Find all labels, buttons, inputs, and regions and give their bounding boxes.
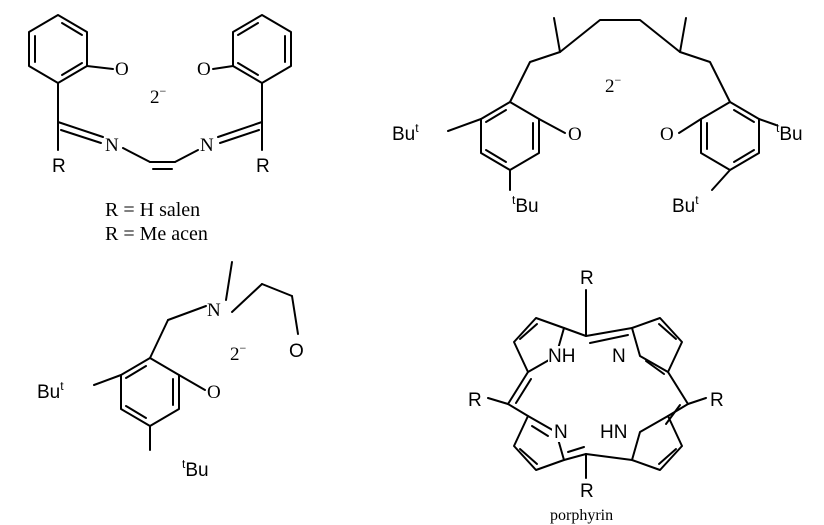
porphyrin-r-right: R — [710, 390, 724, 411]
aminophenolate-ch2-o — [291, 295, 299, 335]
salen-left-cn-double-2 — [60, 129, 102, 144]
salen-o-right: O — [197, 59, 211, 80]
salen-charge: 2− — [150, 84, 167, 108]
porphyrin-bridge-left — [507, 371, 529, 417]
porphyrin-structure: NH N N HN R R R R porphyrin — [468, 268, 724, 524]
salen-right-cn-double — [217, 121, 263, 138]
aminophenolate-ring-ch2-bond — [149, 319, 169, 359]
aminophenolate-n-ch2 — [231, 283, 263, 313]
porphyrin-meso-right-bond — [687, 397, 707, 405]
bisphenolate-left-but-bond — [447, 118, 482, 132]
bisphenolate-but-bottom-left: tBu — [512, 193, 539, 217]
aminophenolate-co-bond — [178, 374, 206, 391]
porphyrin-pyrrole-top-right — [631, 317, 683, 375]
bisphenolate-but-right: tBu — [776, 121, 803, 145]
salen-n-left: N — [105, 135, 119, 156]
porphyrin-n-bottom-bg — [552, 422, 574, 442]
bisphenolate-right-ring — [700, 101, 760, 171]
salen-right-cn-double-2 — [219, 129, 260, 144]
aminophenolate-ring — [120, 357, 180, 427]
porphyrin-pyrrole-bottom-left — [513, 415, 565, 471]
porphyrin-caption: porphyrin — [550, 507, 613, 524]
aminophenolate-but-bond — [93, 374, 122, 386]
bisphenolate-but-bottom-right: But — [672, 193, 699, 217]
porphyrin-bridge-top — [563, 327, 633, 337]
aminophenolate-n: N — [207, 300, 221, 321]
bisphenolate-methyl-right — [679, 17, 687, 53]
porphyrin-hn-bottom-bg — [600, 422, 636, 442]
bisphenolate-methyl-left — [553, 17, 561, 53]
porphyrin-bridge-bottom-double — [567, 446, 585, 453]
porphyrin-bridge-left-double — [515, 378, 532, 404]
salen-caption-line1: R = H salen — [105, 199, 200, 221]
aminophenolate-structure: N O O 2− But tBu — [37, 261, 304, 481]
aminophenolate-charge: 2− — [230, 341, 247, 365]
porphyrin-nh-top-bg — [548, 346, 582, 366]
salen-left-cn-double — [57, 121, 104, 138]
aminophenolate-ch2-ch2 — [261, 283, 293, 297]
porphyrin-nh-top: NH — [548, 346, 575, 367]
aminophenolate-ch2-bond — [167, 305, 207, 321]
porphyrin-n-top-bg — [610, 346, 632, 366]
aminophenolate-o-alkoxide: O — [289, 341, 304, 362]
porphyrin-n-bottom: N — [554, 422, 568, 443]
bisphenolate-o-right: O — [660, 124, 674, 145]
aminophenolate-n-methyl — [225, 261, 233, 301]
salen-n-ch-right — [174, 149, 199, 163]
salen-caption-line2: R = Me acen — [105, 223, 208, 245]
porphyrin-bridge-top-double — [589, 334, 629, 344]
salen-o-left: O — [115, 59, 129, 80]
salen-left-ring — [28, 14, 88, 84]
salen-right-ring — [232, 14, 292, 84]
bisphenolate-structure: O O 2− But tBu tBu But — [392, 17, 803, 217]
porphyrin-pyrrole-top-left — [513, 317, 565, 373]
bisphenolate-right-but-bond — [758, 118, 777, 126]
salen-right-co-bond — [212, 65, 234, 70]
salen-n-ch-left — [122, 147, 151, 163]
bisphenolate-but-left: But — [392, 121, 419, 145]
salen-left-co-bond — [86, 65, 114, 70]
porphyrin-hn-bottom: HN — [600, 422, 627, 443]
bisphenolate-left-co-bond — [538, 118, 566, 134]
porphyrin-meso-left-bond — [487, 397, 509, 405]
bisphenolate-left-ring — [480, 101, 540, 171]
porphyrin-r-bottom: R — [580, 481, 594, 502]
salen-r-left: R — [52, 156, 66, 177]
porphyrin-bridge-right-double — [665, 404, 681, 425]
porphyrin-n-top: N — [612, 346, 626, 367]
bisphenolate-chain — [509, 19, 731, 103]
porphyrin-bridge-bottom — [563, 453, 633, 461]
salen-n-right: N — [200, 135, 214, 156]
aminophenolate-o-phenol: O — [207, 382, 221, 403]
bisphenolate-right-co-bond — [678, 118, 702, 134]
porphyrin-pyrrole-bottom-right — [631, 415, 683, 471]
porphyrin-r-top: R — [580, 268, 594, 289]
aminophenolate-but-bottom: tBu — [182, 457, 209, 481]
bisphenolate-right-but-bottom-bond — [711, 169, 731, 191]
porphyrin-r-left: R — [468, 390, 482, 411]
bisphenolate-o-left: O — [568, 124, 582, 145]
salen-r-right: R — [256, 156, 270, 177]
aminophenolate-but-left: But — [37, 379, 64, 403]
bisphenolate-charge: 2− — [605, 73, 622, 97]
salen-structure: O O N N R R 2− R = H salen R = Me acen — [28, 14, 292, 245]
